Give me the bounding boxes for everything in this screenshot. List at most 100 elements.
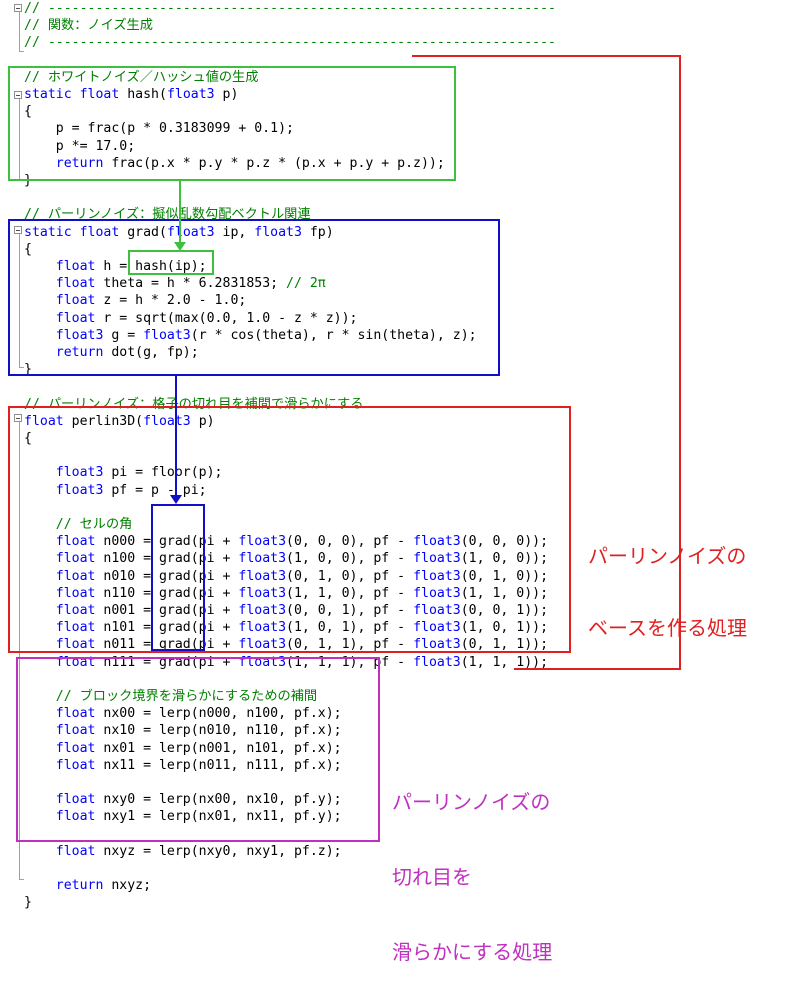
fold-toggle-icon[interactable] — [14, 226, 22, 234]
outline-end-tick — [19, 367, 24, 368]
code-line: float nx10 = lerp(n010, n110, pf.x); — [24, 722, 342, 739]
code-token: { — [24, 241, 32, 257]
code-token: } — [24, 362, 32, 378]
keyword-token: float — [24, 413, 64, 429]
code-token: (0, 0, 1), pf - — [286, 603, 414, 618]
keyword-token: float — [79, 87, 120, 102]
keyword-token: float3 — [413, 534, 461, 550]
outline-end-tick — [19, 879, 24, 880]
red-note-line: ベースを作る処理 — [588, 616, 747, 640]
code-line: static float hash(float3 p) — [24, 86, 238, 103]
keyword-token: float — [55, 757, 96, 773]
keyword-token: float3 — [254, 224, 302, 240]
keyword-token: float3 — [413, 620, 461, 636]
code-line: { — [24, 103, 32, 120]
keyword-token: float3 — [413, 568, 461, 584]
keyword-token: float — [55, 723, 96, 739]
code-token: n001 = grad(pi + — [95, 603, 239, 618]
code-token: (0, 1, 0)); — [460, 568, 549, 584]
code-line: // -------------------------------------… — [24, 0, 556, 17]
keyword-token: float — [55, 637, 96, 653]
code-token: theta = h * 6.2831853; — [95, 276, 287, 292]
keyword-token: float3 — [413, 585, 461, 601]
outline-line — [19, 99, 20, 181]
code-line: float3 pi = floor(p); — [24, 464, 223, 481]
fold-toggle-icon[interactable] — [14, 414, 22, 422]
keyword-token: float — [55, 603, 96, 618]
code-token: { — [24, 104, 32, 120]
code-token: p) — [214, 87, 239, 102]
code-line: float3 pf = p - pi; — [24, 482, 207, 499]
keyword-token: float3 — [55, 327, 104, 343]
code-token: (1, 1, 0), pf - — [286, 585, 414, 601]
code-line: { — [24, 430, 32, 447]
code-token: n110 = grad(pi + — [95, 585, 239, 601]
keyword-token: float3 — [166, 224, 215, 240]
code-token: p) — [190, 413, 215, 429]
code-line: float3 g = float3(r * cos(theta), r * si… — [24, 327, 477, 344]
blue-arrow-head — [170, 495, 182, 504]
code-token: (0, 0, 0), pf - — [286, 534, 414, 550]
code-token: dot(g, fp); — [103, 345, 199, 360]
fold-toggle-icon[interactable] — [14, 91, 22, 99]
code-line: float n101 = grad(pi + float3(1, 0, 1), … — [24, 619, 548, 636]
code-line: // セルの角 — [24, 516, 133, 533]
keyword-token: float — [55, 809, 96, 825]
code-token: nxyz; — [103, 878, 152, 894]
code-line: return nxyz; — [24, 877, 151, 894]
keyword-token: return — [55, 878, 104, 894]
keyword-token: float3 — [413, 551, 461, 567]
keyword-token: float3 — [166, 87, 215, 102]
arrows-overlay — [170, 55, 681, 670]
code-token: pi = floor(p); — [103, 465, 223, 481]
code-token: nxy1 = lerp(nx01, nx11, pf.y); — [95, 809, 342, 825]
keyword-token: float3 — [413, 603, 461, 618]
code-line: float perlin3D(float3 p) — [24, 413, 215, 430]
red-note-line: パーリンノイズの — [588, 544, 747, 568]
code-token: n011 = grad(pi + — [95, 637, 239, 653]
comment-token: // -------------------------------------… — [24, 35, 556, 51]
magenta-note-line: 切れ目を — [392, 865, 472, 889]
code-line: float nx01 = lerp(n001, n101, pf.x); — [24, 740, 342, 757]
code-token: nxyz = lerp(nxy0, nxy1, pf.z); — [95, 843, 342, 859]
code-token: hash( — [119, 87, 167, 102]
code-line: float theta = h * 6.2831853; // 2π — [24, 275, 326, 292]
keyword-token: float — [55, 843, 96, 859]
code-line: { — [24, 241, 32, 258]
keyword-token: float — [55, 568, 96, 584]
code-token: z = h * 2.0 - 1.0; — [95, 293, 247, 309]
keyword-token: float3 — [238, 585, 287, 601]
code-editor[interactable]: // -------------------------------------… — [0, 0, 800, 910]
code-token: n100 = grad(pi + — [95, 551, 239, 567]
code-token: (0, 0, 0)); — [460, 534, 549, 550]
keyword-token: float — [55, 620, 96, 636]
keyword-token: return — [55, 155, 104, 171]
code-line: p *= 17.0; — [24, 138, 135, 155]
code-line: // -------------------------------------… — [24, 34, 556, 51]
code-token: r = sqrt(max(0.0, 1.0 - z * z)); — [95, 310, 358, 326]
hash-call-box — [128, 250, 214, 275]
fold-toggle-icon[interactable] — [14, 4, 22, 12]
code-token: n010 = grad(pi + — [95, 568, 239, 584]
comment-token: // 関数：ノイズ生成 — [24, 18, 153, 34]
code-line: // ホワイトノイズ／ハッシュ値の生成 — [24, 69, 258, 86]
code-token: perlin3D( — [63, 413, 144, 429]
magenta-note: パーリンノイズの 切れ目を 滑らかにする処理 — [392, 740, 552, 990]
code-token: (r * cos(theta), r * sin(theta), z); — [190, 327, 477, 343]
code-line: float n000 = grad(pi + float3(0, 0, 0), … — [24, 533, 548, 550]
outline-end-tick — [19, 51, 24, 52]
code-token: h = hash(ip); — [95, 259, 207, 274]
keyword-token: float — [55, 706, 96, 722]
code-line: float n010 = grad(pi + float3(0, 1, 0), … — [24, 568, 548, 585]
code-token: (1, 0, 0)); — [460, 551, 549, 567]
keyword-token: float — [55, 792, 96, 808]
keyword-token: float — [79, 224, 120, 240]
code-line: float n011 = grad(pi + float3(0, 1, 1), … — [24, 636, 548, 653]
keyword-token: float3 — [55, 465, 104, 481]
keyword-token: float3 — [143, 413, 191, 429]
code-token: nx00 = lerp(n000, n100, pf.x); — [95, 706, 342, 722]
code-line: return frac(p.x * p.y * p.z * (p.x + p.y… — [24, 155, 445, 172]
code-token: (1, 1, 0)); — [460, 585, 549, 601]
comment-token: // ホワイトノイズ／ハッシュ値の生成 — [24, 69, 259, 85]
green-arrow-head — [174, 242, 186, 251]
